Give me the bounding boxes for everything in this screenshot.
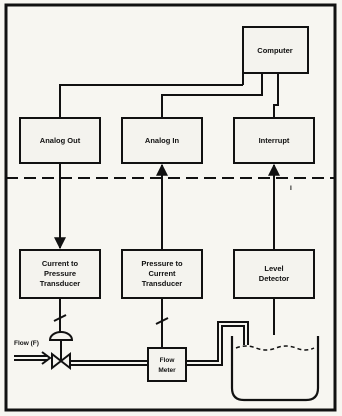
analog-in-block: Analog In — [121, 117, 203, 164]
computer-bus-lines — [59, 73, 279, 118]
flow-meter-line-2: Meter — [158, 367, 176, 374]
pressure-to-current-block: Pressure to Current Transducer — [121, 249, 203, 299]
signal-lines — [54, 163, 280, 335]
analog-out-label: Analog Out — [40, 136, 81, 145]
computer-to-analog-out-line — [59, 84, 243, 118]
interrupt-block: Interrupt — [233, 117, 315, 164]
computer-label: Computer — [257, 46, 292, 55]
flow-meter-block: Flow Meter — [147, 347, 187, 382]
computer-to-analog-in-line — [161, 73, 263, 118]
current-to-pressure-line-3: Transducer — [40, 279, 81, 288]
computer-to-interrupt-line — [273, 73, 279, 118]
pneumatic-hash-mark — [155, 317, 169, 325]
interrupt-label: Interrupt — [259, 136, 290, 145]
control-valve-icon — [48, 331, 74, 371]
computer-block: Computer — [242, 26, 309, 74]
outer-frame — [4, 3, 337, 412]
current-to-pressure-block: Current to Pressure Transducer — [19, 249, 101, 299]
boundary-marker: I — [290, 185, 292, 192]
flow-meter-line-1: Flow — [160, 357, 176, 364]
pneumatic-hash-mark — [53, 314, 67, 322]
process-piping — [70, 321, 249, 366]
analog-out-block: Analog Out — [19, 117, 101, 164]
flow-input-arrow — [14, 351, 52, 365]
analog-in-label: Analog In — [145, 136, 180, 145]
tank-icon — [230, 336, 320, 402]
pressure-to-current-line-2: Current — [148, 269, 176, 278]
tank-liquid-surface — [235, 345, 315, 351]
current-to-pressure-line-2: Pressure — [44, 269, 76, 278]
flow-input-label: Flow (F) — [14, 340, 39, 347]
current-to-pressure-line-1: Current to — [42, 259, 79, 268]
pressure-to-current-line-3: Transducer — [142, 279, 183, 288]
level-detector-block: Level Detector — [233, 249, 315, 299]
level-detector-line-1: Level — [264, 264, 283, 273]
pressure-to-current-line-1: Pressure to — [141, 259, 183, 268]
level-detector-line-2: Detector — [259, 274, 290, 283]
